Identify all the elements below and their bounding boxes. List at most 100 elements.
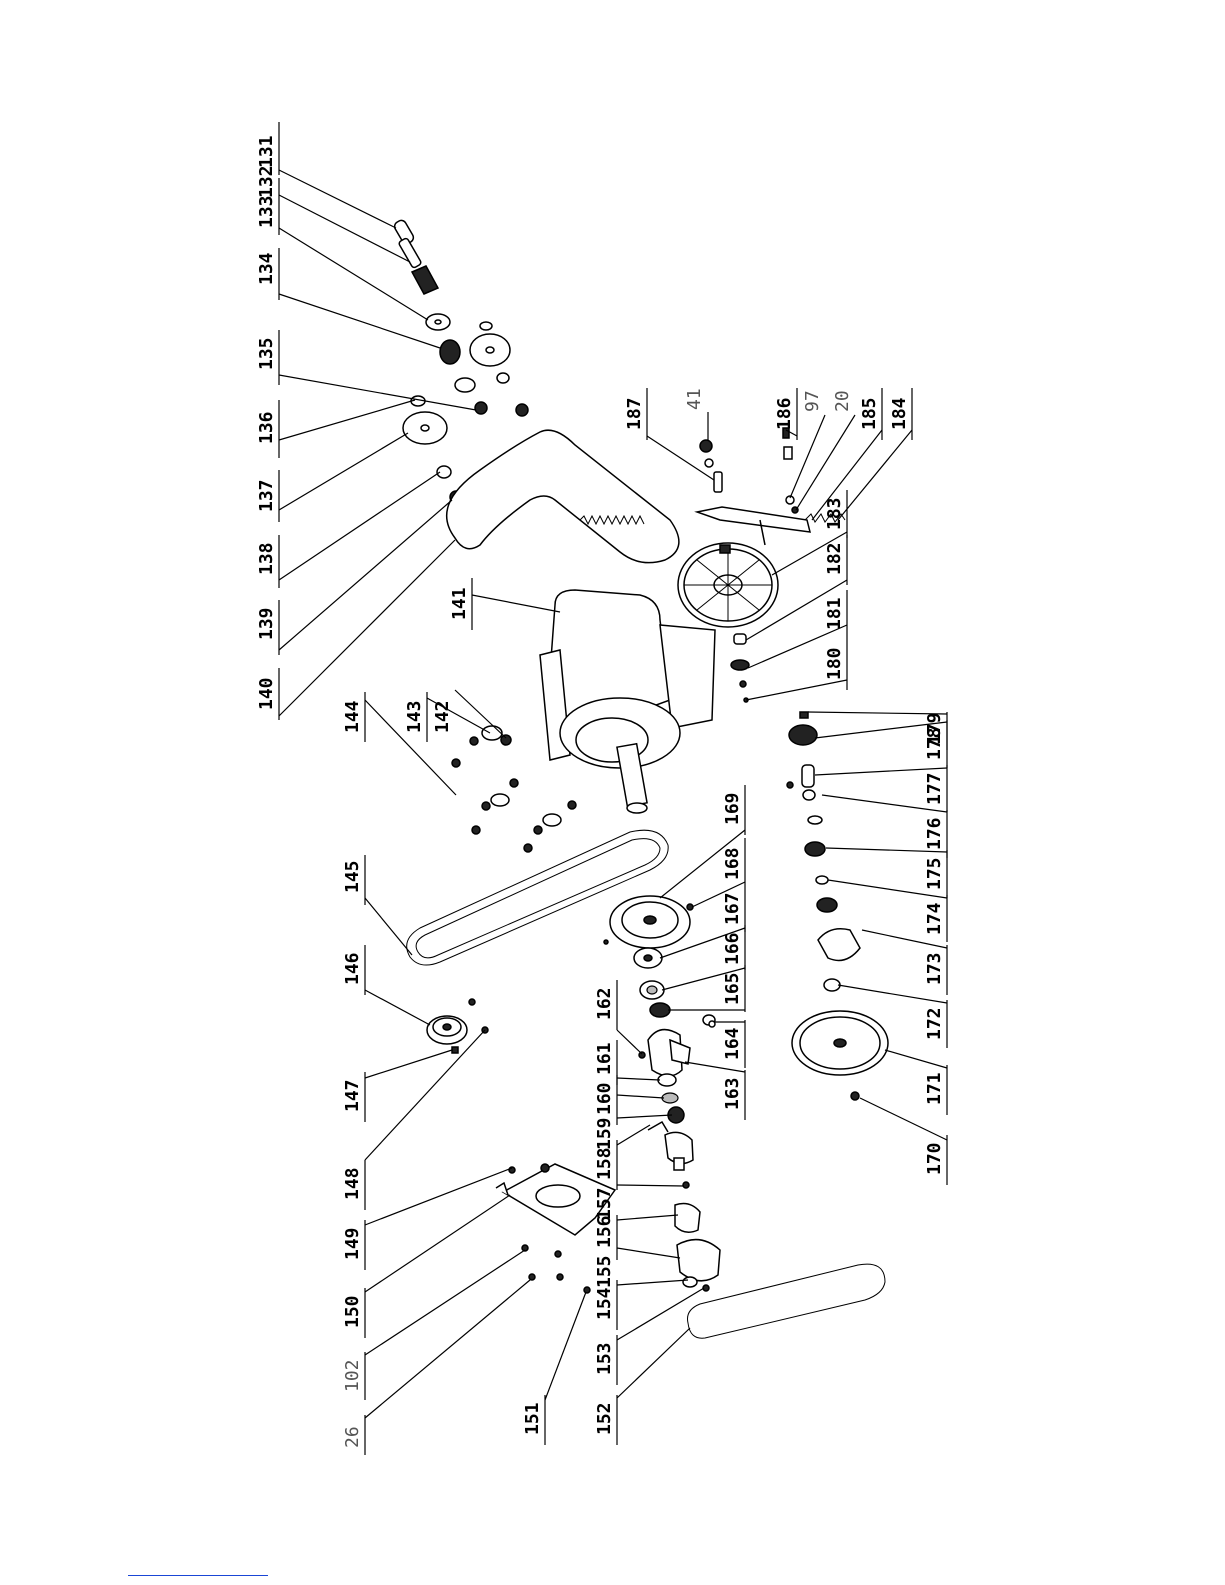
callout-175: 175 xyxy=(826,848,947,898)
callouts: 131 132 133 134 135 136 137 xyxy=(256,122,947,1455)
label-158: 158 xyxy=(594,1147,615,1180)
callout-165: 165 xyxy=(668,965,745,1012)
callout-159: 159 xyxy=(594,1115,672,1150)
label-145: 145 xyxy=(342,860,363,893)
label-102: 102 xyxy=(342,1359,363,1392)
label-185: 185 xyxy=(859,397,880,430)
motor-pulley-stack xyxy=(604,896,715,1027)
label-186: 186 xyxy=(774,397,795,430)
label-142: 142 xyxy=(432,700,453,733)
callout-164: 164 xyxy=(714,1020,745,1068)
callout-135: 135 xyxy=(256,330,476,410)
callout-138: 138 xyxy=(256,472,440,588)
label-146: 146 xyxy=(342,952,363,985)
label-180: 180 xyxy=(824,647,845,680)
label-159: 159 xyxy=(594,1117,615,1150)
callout-169: 169 xyxy=(660,785,745,898)
callout-157: 157 xyxy=(594,1185,684,1220)
callout-148: 148 xyxy=(342,1030,485,1210)
drive-wheel-assembly xyxy=(787,712,888,1100)
callout-141: 141 xyxy=(449,578,560,630)
label-139: 139 xyxy=(256,607,277,640)
callout-140: 140 xyxy=(256,540,455,720)
label-138: 138 xyxy=(256,542,277,575)
callout-131: 131 xyxy=(256,122,396,228)
gearbox-assembly xyxy=(639,1030,720,1291)
label-173: 173 xyxy=(924,952,945,985)
label-131: 131 xyxy=(256,135,277,168)
label-166: 166 xyxy=(722,932,743,965)
label-164: 164 xyxy=(722,1027,743,1060)
label-168: 168 xyxy=(722,847,743,880)
callout-177: 177 xyxy=(815,765,947,812)
label-137: 137 xyxy=(256,479,277,512)
label-155: 155 xyxy=(594,1255,615,1288)
label-147: 147 xyxy=(342,1079,363,1112)
label-141: 141 xyxy=(449,587,470,620)
label-160: 160 xyxy=(594,1082,615,1115)
callout-145: 145 xyxy=(342,855,412,955)
label-154: 154 xyxy=(594,1287,615,1320)
label-150: 150 xyxy=(342,1295,363,1328)
label-135: 135 xyxy=(256,337,277,370)
label-175: 175 xyxy=(924,857,945,890)
callout-170: 170 xyxy=(860,1098,947,1185)
label-151: 151 xyxy=(522,1402,543,1435)
blade-guard xyxy=(447,430,679,562)
callout-97: 97 xyxy=(790,390,825,498)
label-161: 161 xyxy=(594,1042,615,1075)
label-187: 187 xyxy=(624,397,645,430)
label-140: 140 xyxy=(256,677,277,710)
label-157: 157 xyxy=(594,1187,615,1220)
label-169: 169 xyxy=(722,792,743,825)
label-144: 144 xyxy=(342,700,363,733)
label-26: 26 xyxy=(342,1426,363,1448)
label-182: 182 xyxy=(824,542,845,575)
callout-139: 139 xyxy=(256,500,452,655)
part-drawings xyxy=(393,219,888,1339)
callout-149: 149 xyxy=(342,1168,512,1270)
small-pulley xyxy=(427,999,488,1053)
callout-150: 150 xyxy=(342,1195,510,1338)
label-148: 148 xyxy=(342,1167,363,1200)
footer-rule xyxy=(128,1575,268,1576)
label-163: 163 xyxy=(722,1077,743,1110)
callout-163: 163 xyxy=(685,1062,745,1120)
label-97: 97 xyxy=(802,390,823,412)
label-183: 183 xyxy=(824,497,845,530)
callout-173: 173 xyxy=(862,930,947,995)
callout-156: 156 xyxy=(594,1215,678,1260)
label-167: 167 xyxy=(722,892,743,925)
label-152: 152 xyxy=(594,1402,615,1435)
label-170: 170 xyxy=(924,1142,945,1175)
label-179: 179 xyxy=(924,712,945,745)
callout-147: 147 xyxy=(342,1050,452,1122)
label-41: 41 xyxy=(684,388,705,410)
callout-171: 171 xyxy=(885,1050,947,1115)
label-132: 132 xyxy=(256,165,277,198)
callout-102: 102 xyxy=(342,1250,525,1400)
callout-151: 151 xyxy=(522,1292,586,1445)
label-181: 181 xyxy=(824,597,845,630)
label-20: 20 xyxy=(832,390,853,412)
label-153: 153 xyxy=(594,1342,615,1375)
motor xyxy=(540,590,715,813)
label-184: 184 xyxy=(889,397,910,430)
label-162: 162 xyxy=(594,987,615,1020)
callout-41: 41 xyxy=(684,388,708,440)
label-174: 174 xyxy=(924,902,945,935)
label-133: 133 xyxy=(256,195,277,228)
label-149: 149 xyxy=(342,1227,363,1260)
callout-146: 146 xyxy=(342,945,430,1025)
callout-136: 136 xyxy=(256,400,415,458)
label-134: 134 xyxy=(256,252,277,285)
label-171: 171 xyxy=(924,1072,945,1105)
label-165: 165 xyxy=(722,972,743,1005)
label-177: 177 xyxy=(924,772,945,805)
callout-26: 26 xyxy=(342,1280,530,1455)
label-136: 136 xyxy=(256,411,277,444)
label-172: 172 xyxy=(924,1007,945,1040)
label-143: 143 xyxy=(404,700,425,733)
label-176: 176 xyxy=(924,817,945,850)
